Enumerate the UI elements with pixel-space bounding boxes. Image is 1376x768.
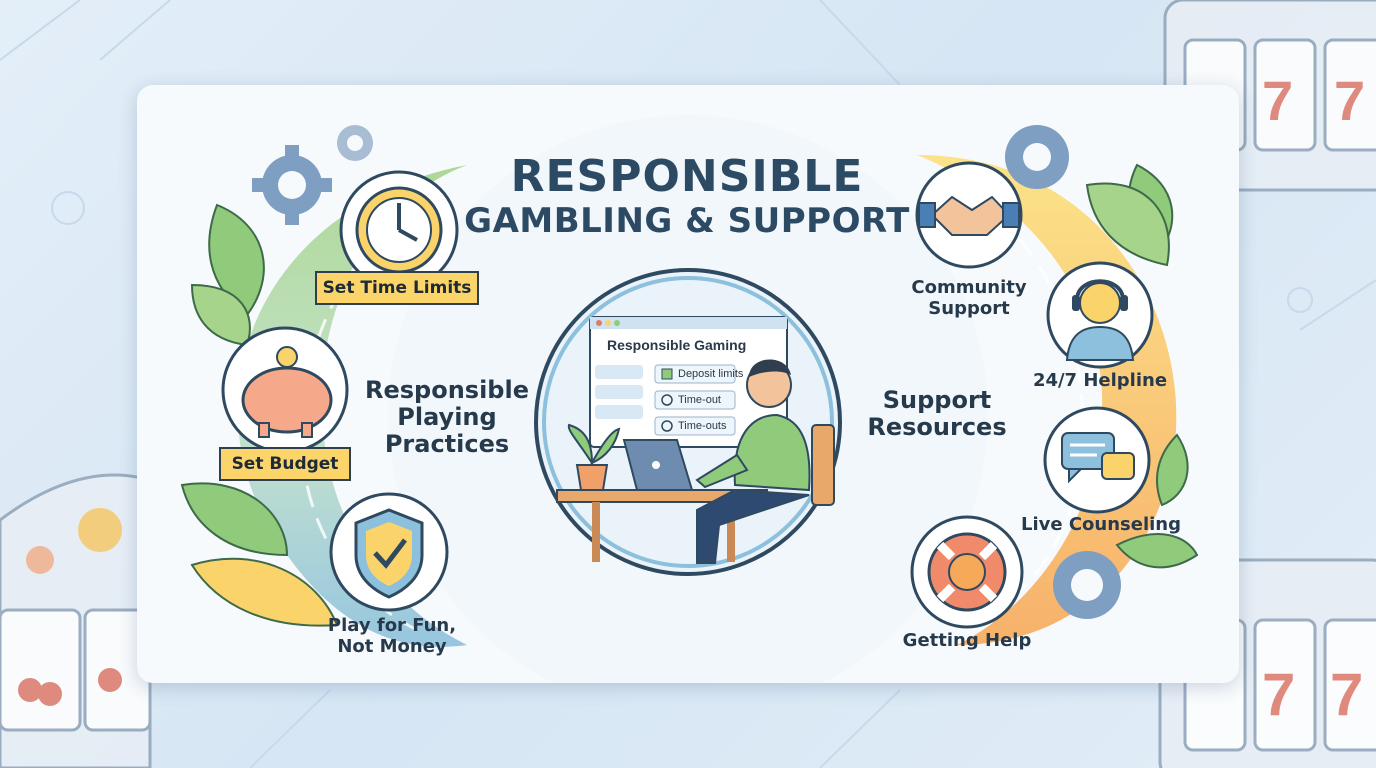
slot-machine-bottom-left bbox=[0, 473, 152, 768]
screen-option-time-out: Time-out bbox=[678, 394, 721, 406]
set-budget-ribbon: Set Budget bbox=[219, 447, 351, 481]
getting-help-label: Getting Help bbox=[902, 630, 1032, 651]
left-heading-line-2: Playing bbox=[397, 403, 497, 431]
svg-text:7: 7 bbox=[1262, 661, 1295, 728]
play-for-fun-line-2: Not Money bbox=[337, 636, 447, 657]
lifebuoy-icon bbox=[910, 515, 1024, 629]
live-counseling-label: Live Counseling bbox=[1020, 514, 1181, 535]
community-support-line-1: Community bbox=[911, 277, 1027, 298]
left-heading-line-1: Responsible bbox=[365, 376, 529, 404]
screen-option-time-outs: Time-outs bbox=[678, 420, 727, 432]
shield-check-icon bbox=[329, 492, 449, 612]
play-for-fun-label: Play for Fun, Not Money bbox=[312, 615, 472, 657]
svg-text:7: 7 bbox=[1262, 69, 1293, 132]
right-heading-line-1: Support bbox=[882, 386, 992, 414]
headset-icon bbox=[1046, 261, 1154, 369]
play-for-fun-line-1: Play for Fun, bbox=[327, 615, 457, 636]
clock-icon bbox=[339, 170, 459, 290]
card-artwork bbox=[180, 115, 1199, 683]
right-heading-line-2: Resources bbox=[867, 413, 1007, 441]
piggy-bank-icon bbox=[221, 326, 349, 454]
community-support-label: Community Support bbox=[897, 277, 1041, 319]
title-line-2: GAMBLING & SUPPORT bbox=[464, 201, 910, 241]
screen-title: Responsible Gaming bbox=[607, 337, 747, 353]
left-heading-line-3: Practices bbox=[384, 430, 510, 458]
helpline-label: 24/7 Helpline bbox=[1032, 370, 1168, 391]
community-support-line-2: Support bbox=[928, 298, 1010, 319]
center-scene bbox=[534, 268, 842, 576]
infographic-card: RESPONSIBLE GAMBLING & SUPPORT Set Time … bbox=[137, 85, 1239, 683]
chat-bubbles-icon bbox=[1043, 406, 1151, 514]
handshake-icon bbox=[915, 161, 1023, 269]
left-section-heading: Responsible Playing Practices bbox=[359, 377, 535, 458]
right-section-heading: Support Resources bbox=[857, 387, 1017, 441]
set-time-limits-ribbon: Set Time Limits bbox=[315, 271, 479, 305]
screen-option-deposit-limits: Deposit limits bbox=[678, 368, 744, 380]
gear-icon bbox=[252, 125, 1121, 619]
svg-text:7: 7 bbox=[1330, 661, 1363, 728]
svg-text:7: 7 bbox=[1334, 69, 1365, 132]
title-line-1: RESPONSIBLE bbox=[510, 151, 864, 202]
leaf-decoration bbox=[180, 163, 1199, 627]
